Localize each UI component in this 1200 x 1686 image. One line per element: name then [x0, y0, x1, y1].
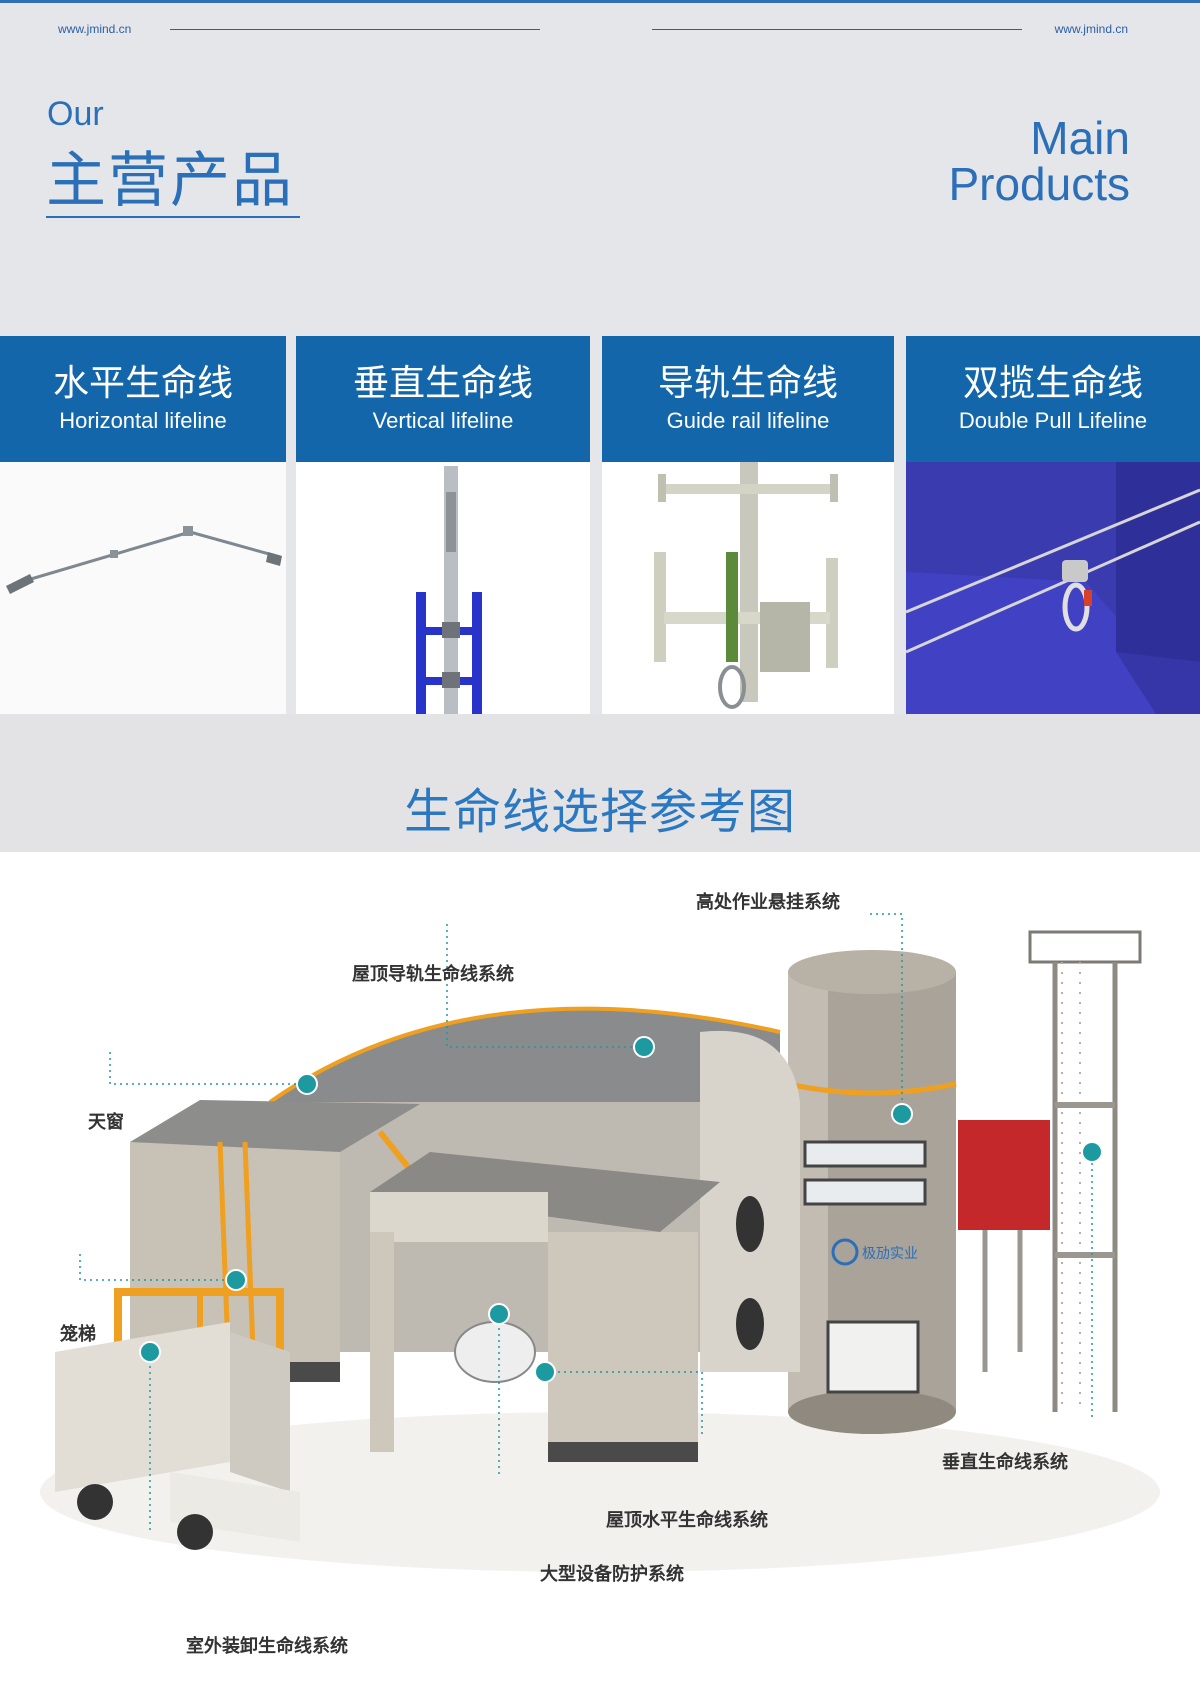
product-name-cn: 导轨生命线 [657, 363, 838, 404]
callout-dot-high-suspension[interactable] [891, 1103, 913, 1125]
logo-icon [831, 1238, 859, 1266]
product-image-vertical [296, 462, 590, 714]
red-annex [958, 1120, 1050, 1230]
selection-title: 生命线选择参考图 [403, 784, 796, 840]
header-line-right [652, 29, 1022, 30]
page-title: 主营产品 [46, 146, 294, 216]
title-underline [46, 216, 300, 218]
page-title-en: Main Products [948, 115, 1130, 207]
callout-dot-roof-horizontal[interactable] [534, 1361, 556, 1383]
product-name-cn: 水平生命线 [52, 363, 233, 404]
product-image-guide-rail [602, 462, 894, 714]
callout-dot-outdoor-loading[interactable] [139, 1341, 161, 1363]
truck [55, 1288, 300, 1550]
callout-cage-ladder: 笼梯 [60, 1324, 96, 1345]
lifeline-reference-diagram: 极劢实业 高处作业悬挂系统 屋顶导轨生命线系统 天窗 笼梯 垂直生命线系统 屋顶 [0, 852, 1200, 1686]
logo-text: 极劢实业 [862, 1246, 918, 1262]
product-card-header: 垂直生命线 Vertical lifeline [296, 336, 590, 462]
top-rule [0, 0, 1200, 3]
product-card-guide-rail[interactable]: 导轨生命线 Guide rail lifeline [602, 336, 894, 714]
callout-outdoor-loading: 室外装卸生命线系统 [186, 1636, 348, 1657]
page-title-en-line1: Main [1030, 112, 1130, 164]
selection-band [0, 714, 1200, 852]
product-name-en: Vertical lifeline [372, 408, 514, 433]
section-kicker: Our [47, 95, 104, 133]
product-image-horizontal [0, 462, 286, 714]
front-annex [370, 1152, 720, 1462]
callout-roof-horizontal: 屋顶水平生命线系统 [606, 1510, 768, 1531]
ladder-tower [1028, 930, 1142, 1412]
left-building [130, 1100, 423, 1403]
callout-large-equipment: 大型设备防护系统 [540, 1564, 684, 1585]
product-card-vertical[interactable]: 垂直生命线 Vertical lifeline [296, 336, 590, 714]
product-card-header: 双揽生命线 Double Pull Lifeline [906, 336, 1200, 462]
page-title-en-line2: Products [948, 158, 1130, 210]
callout-dot-large-equipment[interactable] [488, 1303, 510, 1325]
callout-skylight: 天窗 [88, 1112, 124, 1133]
callout-dot-skylight[interactable] [296, 1073, 318, 1095]
header-line-left [170, 29, 540, 30]
round-tower [787, 950, 957, 1434]
product-card-double-pull[interactable]: 双揽生命线 Double Pull Lifeline [906, 336, 1200, 714]
product-cards: 水平生命线 Horizontal lifeline 垂直生命线 Vertical… [0, 336, 1200, 714]
product-name-en: Double Pull Lifeline [958, 408, 1148, 433]
product-image-double-pull [906, 462, 1200, 714]
callout-dot-cage-ladder[interactable] [225, 1269, 247, 1291]
callout-high-suspension: 高处作业悬挂系统 [696, 892, 840, 913]
product-card-horizontal[interactable]: 水平生命线 Horizontal lifeline [0, 336, 286, 714]
callout-dot-roof-rail[interactable] [633, 1036, 655, 1058]
site-url-right[interactable]: www.jmind.cn [1054, 22, 1128, 36]
callout-vertical: 垂直生命线系统 [942, 1452, 1068, 1473]
product-name-en: Horizontal lifeline [59, 408, 227, 433]
site-url-left[interactable]: www.jmind.cn [58, 22, 132, 36]
callout-roof-rail: 屋顶导轨生命线系统 [352, 964, 514, 985]
product-card-header: 水平生命线 Horizontal lifeline [0, 336, 286, 462]
product-name-en: Guide rail lifeline [666, 408, 830, 433]
callout-dot-vertical[interactable] [1081, 1141, 1103, 1163]
product-name-cn: 双揽生命线 [962, 363, 1143, 404]
product-card-header: 导轨生命线 Guide rail lifeline [602, 336, 894, 462]
product-name-cn: 垂直生命线 [352, 363, 533, 404]
